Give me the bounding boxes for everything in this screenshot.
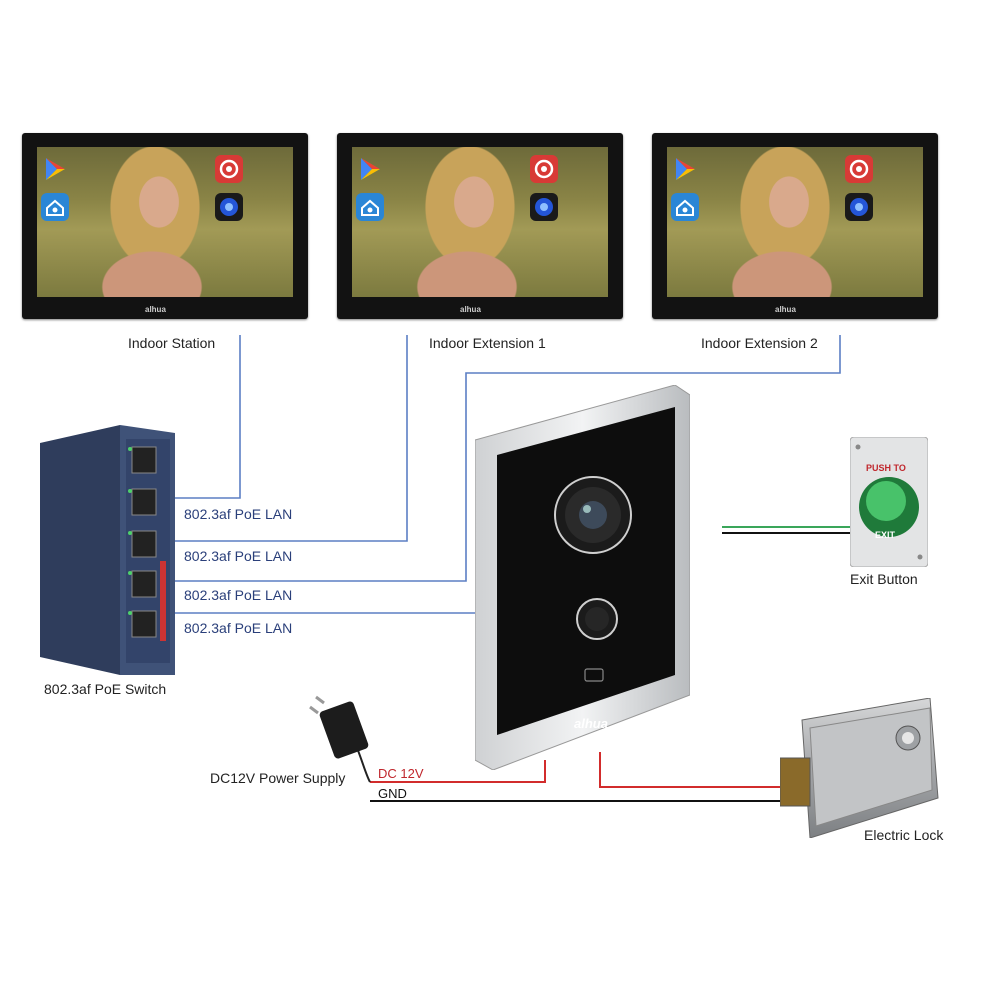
power-supply-label: DC12V Power Supply	[210, 770, 346, 786]
indoor-extension-1-monitor: alhua	[337, 133, 623, 319]
lite-app-icon	[215, 193, 243, 221]
smart-home-app-icon	[356, 193, 384, 221]
dc12v-wire	[370, 760, 546, 783]
electric-lock-device	[780, 698, 939, 838]
monitor-brand-logo: alhua	[145, 305, 166, 314]
lan-wire-extension-2	[150, 335, 841, 582]
monitor-brand-logo: alhua	[460, 305, 481, 314]
wallpaper-portrait	[727, 147, 857, 297]
monitor-screen	[352, 147, 608, 297]
exit-button-device	[850, 437, 928, 567]
camera-app-icon	[215, 155, 243, 183]
exit-button-bottom-text: EXIT	[875, 530, 896, 540]
poe-switch-device	[40, 425, 175, 675]
exit-button-top-text: PUSH TO	[866, 463, 906, 473]
wallpaper-portrait	[412, 147, 542, 297]
camera-app-icon	[530, 155, 558, 183]
lite-app-icon	[530, 193, 558, 221]
monitor-screen	[37, 147, 293, 297]
indoor-extension-2-label: Indoor Extension 2	[701, 335, 818, 351]
lan-wire-indoor-station	[150, 335, 241, 499]
google-play-icon	[46, 158, 65, 180]
lan-label-1: 802.3af PoE LAN	[184, 506, 293, 522]
smart-home-app-icon	[41, 193, 69, 221]
lite-app-icon	[845, 193, 873, 221]
dc12v-label: DC 12V	[378, 766, 424, 781]
google-play-icon	[361, 158, 380, 180]
monitor-brand-logo: alhua	[775, 305, 796, 314]
door-station-device	[475, 385, 690, 770]
indoor-station-monitor: alhua	[22, 133, 308, 319]
lan-label-3: 802.3af PoE LAN	[184, 587, 293, 603]
smart-home-app-icon	[671, 193, 699, 221]
google-play-icon	[676, 158, 695, 180]
lan-wire-extension-1	[150, 335, 408, 542]
door-station-brand-logo: alhua	[574, 716, 608, 731]
indoor-station-label: Indoor Station	[128, 335, 216, 351]
poe-switch-label: 802.3af PoE Switch	[44, 681, 167, 697]
indoor-extension-1-label: Indoor Extension 1	[429, 335, 546, 351]
lan-label-4: 802.3af PoE LAN	[184, 620, 293, 636]
exit-button-label: Exit Button	[850, 571, 918, 587]
monitor-screen	[667, 147, 923, 297]
gnd-label: GND	[378, 786, 407, 801]
camera-app-icon	[845, 155, 873, 183]
wallpaper-portrait	[97, 147, 227, 297]
electric-lock-label: Electric Lock	[864, 827, 944, 843]
lock-red-wire	[599, 752, 785, 788]
lan-label-2: 802.3af PoE LAN	[184, 548, 293, 564]
indoor-extension-2-monitor: alhua	[652, 133, 938, 319]
power-adapter-device	[309, 695, 369, 759]
